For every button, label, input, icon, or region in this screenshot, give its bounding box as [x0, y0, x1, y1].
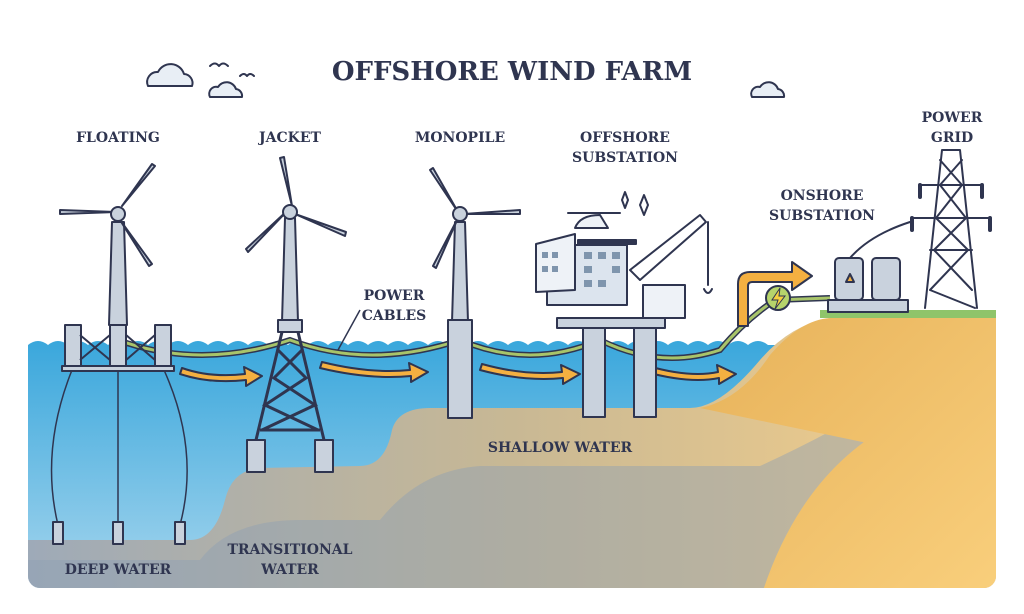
power-cable-fill [117, 296, 831, 360]
transitional-seabed-layer [28, 360, 996, 588]
onshore-substation [827, 221, 911, 313]
label-jacket: JACKET [257, 130, 321, 146]
power-cables-pointer [337, 309, 361, 351]
label-power-grid-1: POWER [922, 110, 983, 126]
label-shallow-water: SHALLOW WATER [488, 440, 633, 456]
label-deep-water: DEEP WATER [65, 562, 172, 578]
cloud-icon [146, 63, 786, 98]
floating-turbine [50, 163, 188, 545]
label-floating: FLOATING [76, 130, 160, 146]
grass-strip [820, 310, 996, 318]
power-grid-pylon [910, 149, 992, 309]
label-transitional-water-1: TRANSITIONAL [227, 542, 352, 558]
label-onshore-substation-2: SUBSTATION [769, 208, 875, 224]
label-offshore-substation-1: OFFSHORE [580, 130, 670, 146]
monopile-turbine [429, 167, 521, 419]
label-transitional-water-2: WATER [260, 562, 319, 578]
jacket-turbine [245, 156, 347, 473]
label-offshore-substation-2: SUBSTATION [572, 150, 678, 166]
label-power-cables-2: CABLES [362, 308, 426, 324]
diagram-title: OFFSHORE WIND FARM [332, 57, 692, 87]
bird-icon [209, 62, 255, 77]
label-power-grid-2: GRID [931, 130, 973, 146]
label-onshore-substation-1: ONSHORE [781, 188, 864, 204]
offshore-substation-platform [535, 191, 713, 418]
electricity-icon [765, 285, 791, 311]
energy-flow-arrow [179, 261, 813, 387]
label-power-cables-1: POWER [364, 288, 425, 304]
label-monopile: MONOPILE [415, 130, 505, 146]
land [700, 318, 996, 588]
